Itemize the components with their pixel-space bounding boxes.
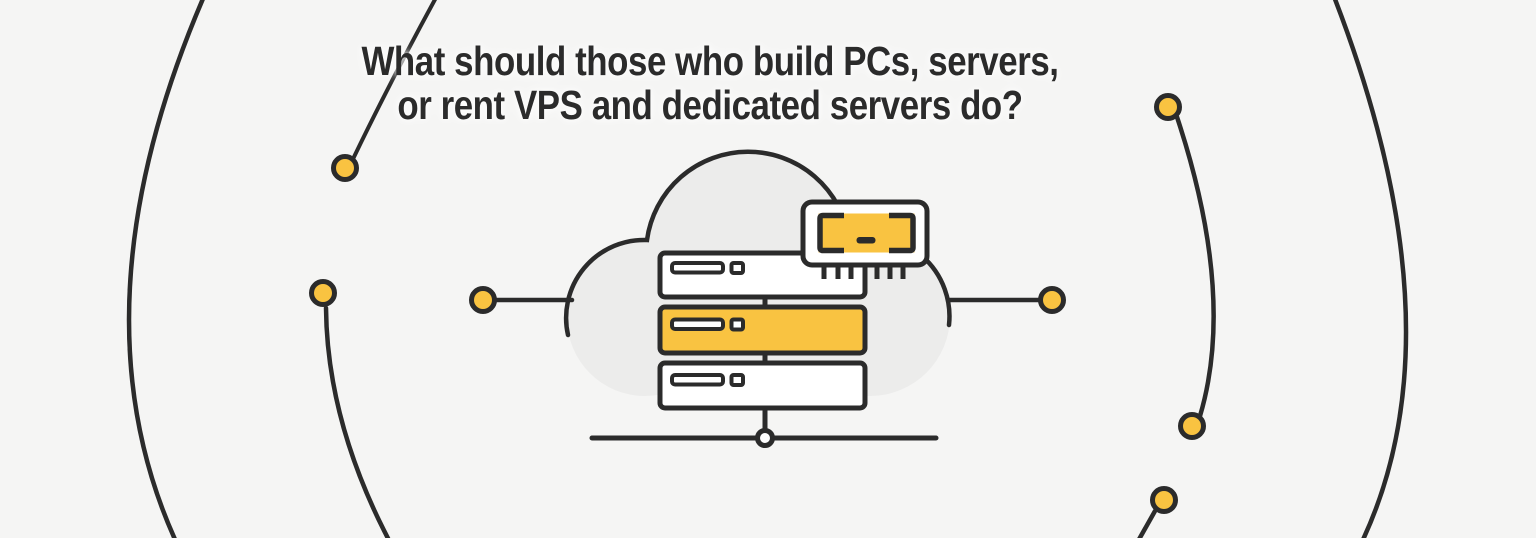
chip-core [818,213,915,253]
chip-bracket-left [817,212,844,254]
node-dots [309,93,1206,514]
orbit-arc-left-outer [126,0,205,538]
node-dot [1178,412,1206,440]
node-dot [331,154,359,182]
chip-bracket-right [889,212,916,254]
orbit-arc-bottom-right [1137,508,1158,538]
orbit-arc-title [351,0,438,161]
server-rack-icon [657,250,868,411]
ram-chip-icon [800,199,930,279]
junction-dot [755,428,775,448]
server-led [729,373,745,387]
orbit-arcs [126,0,1409,538]
orbit-arc-right-outer [1332,0,1409,538]
node-dot [309,279,337,307]
orbit-arc-left-inner [323,305,391,538]
page-title-line-2: or rent VPS and dedicated servers do? [397,82,1023,128]
page-title: What should those who build PCs, servers… [107,39,1314,127]
server-led [729,261,745,275]
node-dot [1150,486,1178,514]
ground-line-group [589,408,939,448]
node-dot [469,286,497,314]
chip-dash [856,237,876,244]
server-slot [670,261,725,275]
server-slot [670,373,725,387]
server-led [729,317,745,332]
node-dot [1038,286,1066,314]
server-slot [670,317,725,331]
chip-brackets [817,212,916,254]
orbit-arc-right-inner [1174,114,1216,419]
node-dot [1154,93,1182,121]
page-title-line-1: What should those who build PCs, servers… [361,38,1059,84]
